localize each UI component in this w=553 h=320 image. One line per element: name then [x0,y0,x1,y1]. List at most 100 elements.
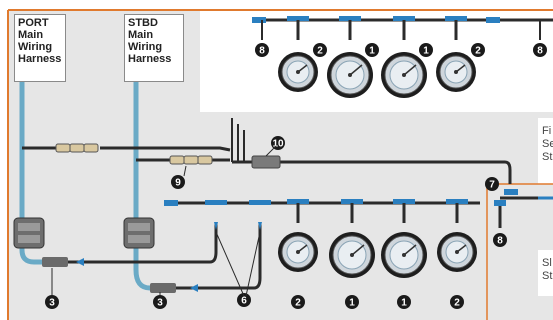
callout-lower-left-2: 3 [153,295,167,309]
lower-backbone-tee-1 [341,199,363,204]
callout-top-1: 8 [255,43,269,57]
stbd-lower-connector [150,283,176,293]
callouts: 8 2 1 1 2 8 2 1 1 2 3 3 6 10 9 7 8 [45,43,547,309]
side-box-upper-line-2: Se [542,138,553,150]
svg-text:3: 3 [49,298,55,309]
callout-6-leaders [215,231,261,297]
stbd-harness-line-4: Harness [128,53,172,65]
callout-top-5: 2 [471,43,485,57]
upper-backbone [252,16,553,40]
callout-branch: 6 [237,293,251,307]
lower-tee-b [249,200,271,205]
upper-backbone-tee-1 [339,16,361,21]
lower-gauge-4 [437,232,477,272]
side-box-lower-line-1: Sl [542,257,552,269]
port-harness-label: PORT Main Wiring Harness [14,14,66,82]
port-lower-arrow [76,258,84,266]
callout-lower-right: 8 [493,233,507,247]
port-data-cable [100,146,231,152]
svg-text:6: 6 [241,296,247,307]
callout-bottom-6: 2 [450,295,464,309]
svg-text:10: 10 [272,139,284,150]
svg-text:1: 1 [423,46,429,57]
lower-backbone-tee-0 [287,199,309,204]
svg-text:1: 1 [349,298,355,309]
svg-text:3: 3 [157,298,163,309]
lower-right-tee [504,189,518,195]
upper-gauge-2 [327,52,373,98]
svg-text:1: 1 [401,298,407,309]
svg-text:2: 2 [295,298,301,309]
callout-10-leader [265,145,277,157]
svg-text:2: 2 [454,298,460,309]
port-drop-cable [68,222,218,264]
lower-right-connector [494,200,506,206]
side-box-upper-line-3: St [542,151,553,163]
callout-connector-leader [183,165,187,177]
svg-text:1: 1 [369,46,375,57]
side-box-lower: Sl St [538,254,553,294]
callout-top-2: 2 [313,43,327,57]
svg-text:7: 7 [489,180,495,191]
upper-gauge-panel [200,11,553,112]
stbd-harness-line-1: STBD [128,17,158,29]
lower-gauge-3 [381,232,427,278]
lower-gauge-2 [329,232,375,278]
junction-feeds [231,118,245,162]
stbd-interface-module [123,217,155,249]
lower-backbone [164,189,518,223]
stbd-harness-cable [133,82,158,291]
port-data-connectors [55,143,99,153]
callout-tee-right: 7 [485,177,499,191]
stbd-harness-label: STBD Main Wiring Harness [124,14,184,82]
callout-top-4: 1 [419,43,433,57]
stbd-harness-line-3: Wiring [128,41,163,53]
svg-text:9: 9 [175,178,181,189]
port-lower-connector [42,257,68,267]
backbone-to-tee [280,160,512,184]
svg-text:8: 8 [497,236,503,247]
callout-bottom-4: 1 [345,295,359,309]
svg-text:2: 2 [317,46,323,57]
stbd-lower-arrow [190,284,198,292]
upper-right-terminator [486,17,500,23]
callout-top-3: 1 [365,43,379,57]
callout-bottom-3: 2 [291,295,305,309]
stbd-drop-cable [176,222,262,290]
junction-box [251,155,281,169]
svg-text:2: 2 [475,46,481,57]
upper-gauges [278,52,476,98]
svg-text:8: 8 [259,46,265,57]
upper-gauge-3 [381,52,427,98]
stbd-data-connectors [169,155,213,165]
callout-lower-left-1: 3 [45,295,59,309]
port-interface-module [13,217,45,249]
port-harness-line-4: Harness [18,53,62,65]
lower-gauges [278,232,477,278]
side-box-upper-line-1: Fi [542,125,552,137]
port-harness-line-1: PORT [18,17,49,29]
upper-gauge-1 [278,52,318,92]
stbd-harness-line-2: Main [128,29,154,41]
side-box-lower-line-2: St [542,270,553,282]
svg-text:8: 8 [537,46,543,57]
callout-connector: 9 [171,175,185,189]
port-harness-cable [19,82,50,265]
port-harness-line-2: Main [18,29,44,41]
lower-gauge-1 [278,232,318,272]
callout-junction: 10 [271,136,285,150]
port-harness-line-3: Wiring [18,41,53,53]
upper-gauge-4 [436,52,476,92]
lower-left-terminator [164,200,178,206]
upper-backbone-tee-2 [393,16,415,21]
callout-bottom-5: 1 [397,295,411,309]
lower-backbone-tee-2 [393,199,415,204]
side-box-upper: Fi Se St [538,122,553,182]
upper-backbone-tee-0 [287,16,309,21]
callout-top-6: 8 [533,43,547,57]
upper-left-terminator [252,17,266,23]
lower-tee-a [205,200,227,205]
upper-backbone-tee-3 [445,16,467,21]
